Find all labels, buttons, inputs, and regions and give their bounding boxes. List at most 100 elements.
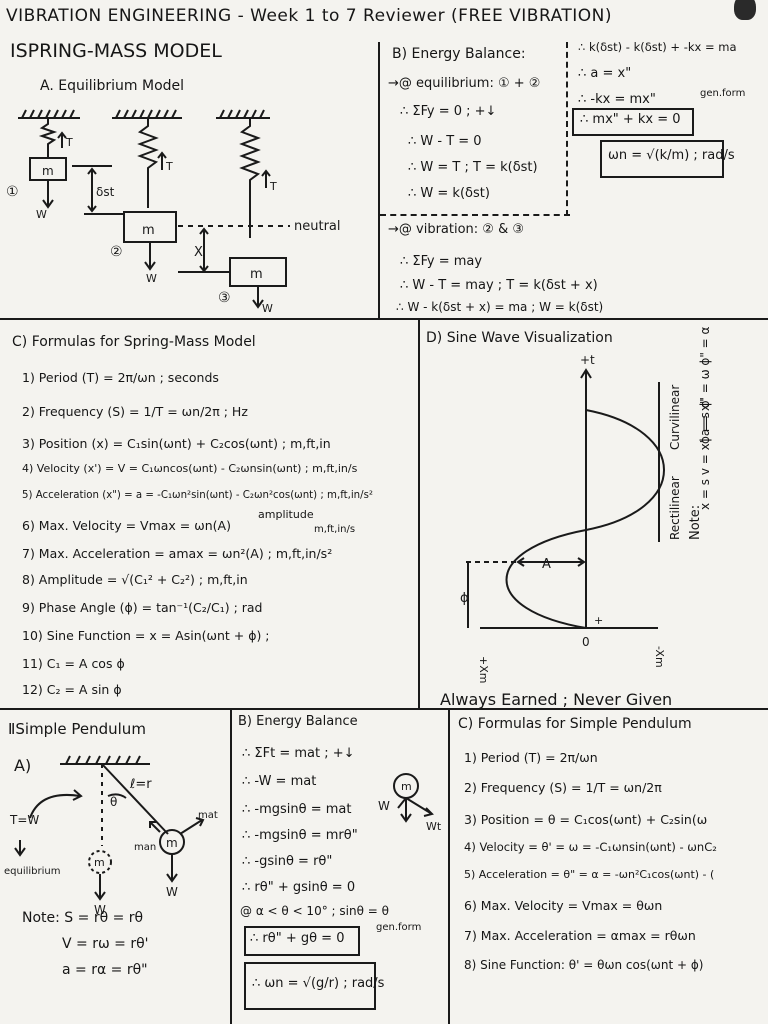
derivation-line-3: ∴ -kx = mx" <box>578 92 656 107</box>
spring-formula-12: 12) C₂ = A sin ϕ <box>22 682 122 697</box>
equilibrium-label: equilibrium <box>4 866 61 877</box>
natural-frequency-box <box>600 140 724 178</box>
spring-formula-1: 1) Period (T) = 2π/ωn ; seconds <box>22 370 219 385</box>
weight-2-label: W <box>146 272 157 285</box>
spring-formula-10: 10) Sine Function = x = Asin(ωnt + ϕ) ; <box>22 628 270 643</box>
state-3-marker: ③ <box>218 290 231 306</box>
pendulum-wn-box <box>244 962 376 1010</box>
pendulum-note-v: V = rω = rθ' <box>62 936 149 952</box>
pendulum-energy-1: ∴ ΣFt = mat ; +↓ <box>242 746 355 761</box>
pendulum-energy-6: ∴ rθ" + gsinθ = 0 <box>242 880 356 895</box>
equilibrium-weight-label: W <box>94 903 106 917</box>
x-displacement-label: X <box>194 245 203 260</box>
tension-2-label: T <box>165 160 173 173</box>
sine-xm-left-label: +Xm <box>477 656 490 683</box>
natural-frequency-formula: ωn = √(k/m) ; rad/s <box>608 148 735 163</box>
sine-xm-right-label: -Xm <box>653 646 666 668</box>
energy-eq-3: ∴ W = T ; T = k(δst) <box>408 160 538 175</box>
small-angle-assumption: @ α < θ < 10° ; sinθ = θ <box>240 904 389 918</box>
divider-row1 <box>0 318 768 320</box>
pendulum-length-label: ℓ=r <box>129 777 152 792</box>
energy-balance-heading: B) Energy Balance: <box>392 46 526 62</box>
bob-weight-label: W <box>166 885 178 899</box>
energy-eq-1: ∴ ΣFy = 0 ; +↓ <box>400 104 497 119</box>
note-label: Note: <box>688 504 703 540</box>
sine-amplitude-label: A <box>542 557 551 572</box>
motto: Always Earned ; Never Given <box>440 690 673 709</box>
delta-st-label: δst <box>96 185 115 199</box>
pendulum-formula-4: 4) Velocity = θ' = ω = -C₁ωnsin(ωnt) - ω… <box>464 840 717 854</box>
spring-formulas-heading: C) Formulas for Spring-Mass Model <box>12 334 256 350</box>
pendulum-eom: ∴ rθ" + gθ = 0 <box>250 931 345 946</box>
pendulum-fbd: m W Wt <box>378 773 442 833</box>
pendulum-energy-4: ∴ -mgsinθ = mrθ" <box>242 828 358 843</box>
mass-3-label: m <box>250 267 263 282</box>
mass-2-label: m <box>142 223 155 238</box>
spring-formula-11: 11) C₁ = A cos ϕ <box>22 656 125 671</box>
tangent-accel-label: mat <box>198 810 218 821</box>
pendulum-formula-5: 5) Acceleration = θ" = α = -ωn²C₁cos(ωnt… <box>464 868 715 881</box>
sine-wave-plot: A ϕ 0 + +t +Xm -Xm <box>460 353 666 683</box>
amplitude-note: amplitude <box>258 508 314 521</box>
vibration-condition: →@ vibration: ② & ③ <box>388 222 525 237</box>
pendulum-formulas-heading: C) Formulas for Simple Pendulum <box>458 716 692 732</box>
pendulum-energy-2: ∴ -W = mat <box>242 774 317 789</box>
pendulum-eom-box <box>244 926 360 956</box>
energy-side-divider <box>566 42 568 216</box>
rectilinear-label: Rectilinear <box>668 476 682 540</box>
vibration-eq-2: ∴ W - T = may ; T = k(δst + x) <box>400 278 598 293</box>
equilibrium-condition: →@ equilibrium: ① + ② <box>388 76 541 91</box>
bob-mass-label: m <box>166 836 178 850</box>
equilibrium-model-label: A. Equilibrium Model <box>40 78 185 94</box>
pendulum-note-a: a = rα = rθ" <box>62 962 148 978</box>
spring-formula-5: 5) Acceleration (x") = a = -C₁ωn²sin(ωnt… <box>22 490 373 501</box>
divider-col3 <box>230 708 232 1024</box>
pendulum-formula-6: 6) Max. Velocity = Vmax = θωn <box>464 898 663 913</box>
binder-clip <box>734 0 756 20</box>
spring-mass-heading: ⅠSPRING-MASS MODEL <box>10 40 222 62</box>
state-2-marker: ② <box>110 244 123 260</box>
pendulum-heading: ⅡSimple Pendulum <box>8 720 146 738</box>
neutral-label: neutral <box>294 219 341 234</box>
pendulum-energy-heading: B) Energy Balance <box>238 714 358 729</box>
tension-equals-weight: T=W <box>9 813 39 827</box>
divider-col1 <box>378 42 380 318</box>
divider-col2 <box>418 318 420 708</box>
fbd-mass-label: m <box>401 780 412 793</box>
energy-eq-4: ∴ W = k(δst) <box>408 186 490 201</box>
divider-col4 <box>448 708 450 1024</box>
pendulum-formula-8: 8) Sine Function: θ' = θωn cos(ωnt + ϕ) <box>464 958 704 972</box>
energy-divider <box>380 214 570 216</box>
tension-1-label: T <box>65 136 73 149</box>
vibration-eq-1: ∴ ΣFy = may <box>400 254 483 269</box>
note-divider <box>658 382 660 542</box>
spring-formula-3: 3) Position (x) = C₁sin(ωnt) + C₂cos(ωnt… <box>22 436 331 451</box>
weight-3-label: W <box>262 302 273 315</box>
curvilinear-label: Curvilinear <box>668 384 682 450</box>
spring-formula-8: 8) Amplitude = √(C₁² + C₂²) ; m,ft,in <box>22 572 248 587</box>
pendulum-note-s: Note: S = rθ = rθ <box>22 910 144 926</box>
pendulum-gen-form: gen.form <box>376 922 422 933</box>
sine-time-axis-label: +t <box>580 353 595 367</box>
equation-of-motion: ∴ mx" + kx = 0 <box>580 112 681 127</box>
curvilinear-formulas: ϕ = s ϕ' = ω ϕ" = α <box>698 326 712 444</box>
pendulum-diagram: ℓ=r θ m m man mat T=W equilibrium W W <box>4 755 218 917</box>
pendulum-energy-5: ∴ -gsinθ = rθ" <box>242 854 333 869</box>
tension-3-label: T <box>269 180 277 193</box>
sine-plus-label: + <box>594 614 603 627</box>
pendulum-formula-7: 7) Max. Acceleration = αmax = rθωn <box>464 928 696 943</box>
pendulum-formula-1: 1) Period (T) = 2π/ωn <box>464 750 598 765</box>
spring-formula-7: 7) Max. Acceleration = amax = ωn²(A) ; m… <box>22 546 333 561</box>
state-1-marker: ① <box>6 184 19 200</box>
sine-phase-label: ϕ <box>460 591 469 606</box>
pendulum-formula-3: 3) Position = θ = C₁cos(ωnt) + C₂sin(ω <box>464 812 708 827</box>
normal-accel-label: man <box>134 842 156 853</box>
fbd-tangent-weight-label: Wt <box>426 820 442 833</box>
equation-of-motion-box <box>572 108 694 136</box>
pendulum-a-label: A) <box>14 756 32 775</box>
divider-row2 <box>0 708 768 710</box>
weight-1-label: W <box>36 208 47 221</box>
mass-1-label: m <box>42 164 54 178</box>
spring-formula-4: 4) Velocity (x') = V = C₁ωncos(ωnt) - C₂… <box>22 462 358 475</box>
derivation-line-1: ∴ k(δst) - k(δst) + -kx = ma <box>578 40 737 54</box>
